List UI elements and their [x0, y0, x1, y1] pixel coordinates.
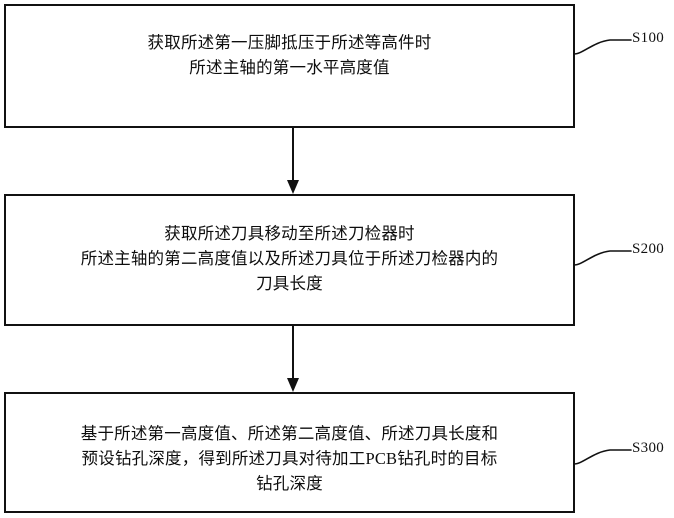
step-label-s100: S100 — [632, 30, 665, 46]
arrowhead-down-icon — [287, 378, 299, 392]
connector-stem — [292, 128, 294, 182]
leader-line-s200 — [573, 250, 632, 266]
flow-step-line: 所述主轴的第二高度值以及所述刀具位于所述刀检器内的 — [80, 249, 499, 268]
flow-step-box-s200: 获取所述刀具移动至所述刀检器时 所述主轴的第二高度值以及所述刀具位于所述刀检器内… — [4, 194, 575, 326]
step-label-s300: S300 — [632, 440, 665, 456]
connector-s200-to-s300 — [286, 326, 300, 392]
flow-step-line: 钻孔深度 — [256, 474, 323, 493]
connector-s100-to-s200 — [286, 128, 300, 194]
step-label-s200: S200 — [632, 241, 665, 257]
flow-step-text-s200: 获取所述刀具移动至所述刀检器时 所述主轴的第二高度值以及所述刀具位于所述刀检器内… — [6, 221, 573, 296]
flow-step-text-s100: 获取所述第一压脚抵压于所述等高件时 所述主轴的第一水平高度值 — [6, 30, 573, 80]
leader-line-s300 — [573, 449, 632, 465]
flow-step-line: 获取所述刀具移动至所述刀检器时 — [164, 224, 415, 243]
flow-step-line: 所述主轴的第一水平高度值 — [189, 58, 390, 77]
flow-step-box-s100: 获取所述第一压脚抵压于所述等高件时 所述主轴的第一水平高度值 — [4, 4, 575, 128]
connector-stem — [292, 326, 294, 380]
flow-step-line: 预设钻孔深度，得到所述刀具对待加工PCB钻孔时的目标 — [81, 449, 498, 468]
flow-step-text-s300: 基于所述第一高度值、所述第二高度值、所述刀具长度和 预设钻孔深度，得到所述刀具对… — [6, 421, 573, 496]
flow-step-line: 获取所述第一压脚抵压于所述等高件时 — [147, 33, 432, 52]
flow-step-line: 刀具长度 — [256, 274, 323, 293]
leader-line-s100 — [573, 39, 632, 55]
flow-step-box-s300: 基于所述第一高度值、所述第二高度值、所述刀具长度和 预设钻孔深度，得到所述刀具对… — [4, 392, 575, 513]
arrowhead-down-icon — [287, 180, 299, 194]
flow-step-line: 基于所述第一高度值、所述第二高度值、所述刀具长度和 — [80, 424, 499, 443]
